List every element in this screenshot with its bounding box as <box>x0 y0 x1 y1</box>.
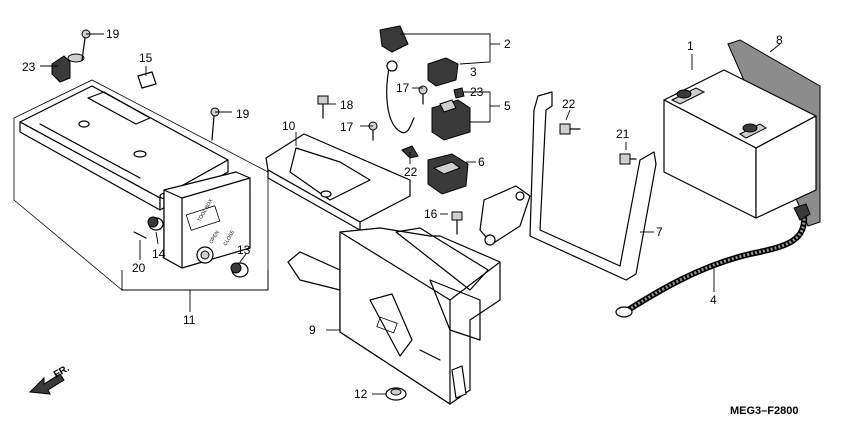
callout-2: 2 <box>504 37 511 51</box>
screw-19a <box>81 29 91 61</box>
bolt-17a <box>418 85 428 105</box>
callout-13: 13 <box>237 243 251 257</box>
battery-box-9 <box>287 227 501 405</box>
pin-20 <box>133 231 147 239</box>
callout-22b: 21 <box>616 127 630 141</box>
callout-1: 1 <box>687 39 694 53</box>
callout-19a: 19 <box>106 27 120 41</box>
callout-6: 6 <box>478 155 485 169</box>
bolt-22a <box>559 123 581 135</box>
callout-4: 4 <box>710 293 717 307</box>
relay-cushion-6 <box>427 153 469 195</box>
front-direction-label: FR. <box>52 363 72 381</box>
grommet-12 <box>385 387 407 401</box>
knob-13 <box>230 262 249 278</box>
fuse-23 <box>453 87 465 99</box>
callout-5: 5 <box>504 99 511 113</box>
callout-18: 18 <box>340 98 354 112</box>
bolt-16 <box>451 211 463 235</box>
callout-10: 10 <box>282 119 296 133</box>
callout-12: 12 <box>354 387 368 401</box>
callout-23b: 22 <box>404 165 418 179</box>
relay-cover-2 <box>379 25 409 53</box>
starter-relay-5 <box>431 99 471 141</box>
callout-22a: 22 <box>562 97 576 111</box>
callout-20: 20 <box>132 261 146 275</box>
callout-17a: 17 <box>396 81 410 95</box>
battery-cable-4 <box>615 203 811 318</box>
screw-19b <box>210 107 220 141</box>
callout-21: 23 <box>22 60 36 74</box>
callout-15: 15 <box>139 51 153 65</box>
callout-8: 8 <box>776 33 783 47</box>
front-arrow-icon: FR. <box>28 363 72 395</box>
callout-17b: 17 <box>340 120 354 134</box>
relay-cap-3 <box>427 57 459 87</box>
starter-cable <box>386 60 415 134</box>
callout-16: 16 <box>424 207 438 221</box>
leader-lines <box>40 33 781 395</box>
callout-11: 11 <box>183 313 196 327</box>
bolt-17b <box>368 121 378 141</box>
callout-3: 3 <box>470 65 477 79</box>
battery-1 <box>663 69 817 219</box>
callout-14: 14 <box>152 247 166 261</box>
drawing-code: MEG3–F2800 <box>730 405 798 417</box>
callout-numbers: 19 23 15 19 10 18 17 2 3 17 23 5 22 6 16… <box>22 27 783 401</box>
clip-21 <box>51 53 85 83</box>
bolt-22b <box>619 153 637 165</box>
bolt-18 <box>317 95 329 119</box>
tool-box-group: TOOL BOX OPEN CLOSE <box>13 79 269 291</box>
clip-15 <box>137 71 157 89</box>
battery-band-7 <box>479 91 657 281</box>
battery-cover-10 <box>265 133 411 231</box>
callout-19b: 19 <box>236 107 250 121</box>
callout-7: 7 <box>656 225 663 239</box>
grommet-14 <box>147 216 164 231</box>
callout-9: 9 <box>309 323 316 337</box>
tool-box-body: TOOL BOX OPEN CLOSE <box>163 171 251 269</box>
callout-23a: 23 <box>470 85 484 99</box>
